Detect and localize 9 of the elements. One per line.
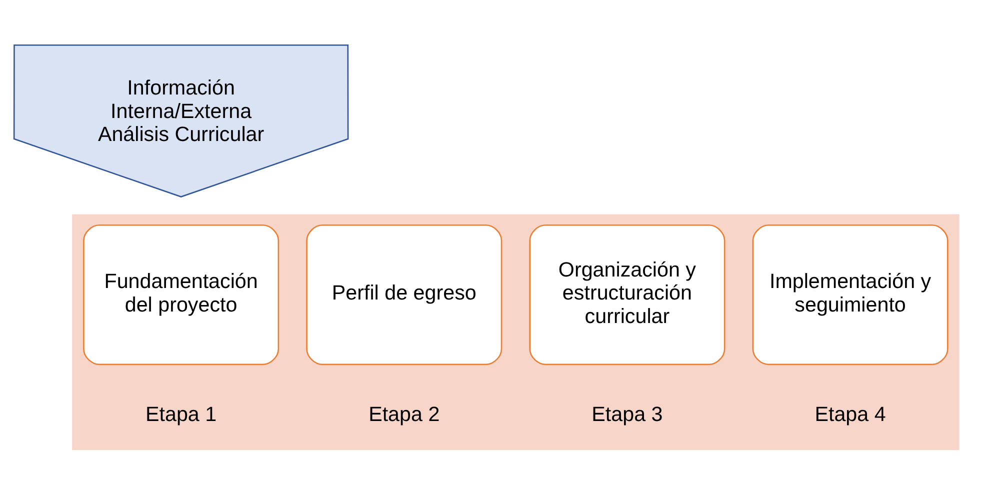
cluster bbox=[72, 214, 960, 450]
node-box: Fundamentación del proyecto bbox=[83, 224, 280, 365]
node-label: Etapa 3 bbox=[592, 402, 663, 426]
node-box: Implementación y seguimiento bbox=[752, 224, 948, 365]
node-label: Etapa 1 bbox=[146, 402, 217, 426]
node-label: Etapa 4 bbox=[814, 402, 886, 426]
node-box: Organización y estructuración curricular bbox=[529, 224, 726, 365]
node-box: Perfil de egreso bbox=[306, 224, 502, 365]
node-label: Etapa 2 bbox=[368, 402, 440, 426]
